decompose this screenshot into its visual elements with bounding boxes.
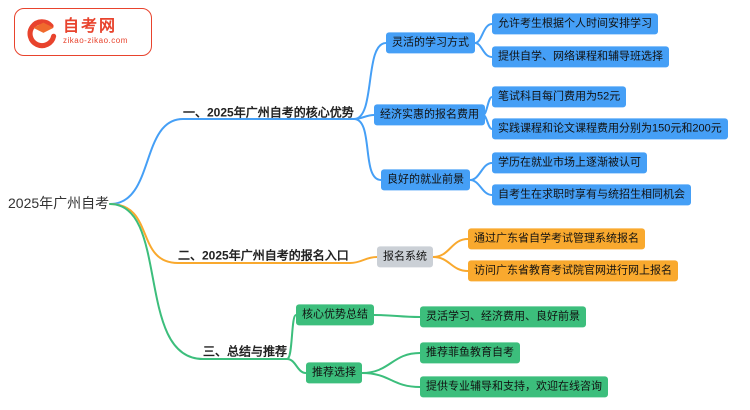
- branch-1-label: 一、2025年广州自考的核心优势: [183, 105, 354, 120]
- logo-title: 自考网: [63, 17, 118, 35]
- logo-text: 自考网 zikao-zikao.com: [63, 18, 128, 46]
- root-node: 2025年广州自考: [8, 195, 110, 211]
- branch-2-node-1-leaf-1: 通过广东省自学考试管理系统报名: [468, 228, 645, 250]
- branch-2-node-1: 报名系统: [377, 246, 433, 268]
- branch-3-node-1-leaf-1: 灵活学习、经济费用、良好前景: [420, 306, 586, 328]
- branch-3-node-2-leaf-1: 推荐菲鱼教育自考: [420, 342, 520, 364]
- logo-icon: [27, 19, 57, 49]
- branch-1-node-2-leaf-2: 实践课程和论文课程费用分别为150元和200元: [492, 118, 728, 140]
- site-logo[interactable]: 自考网 zikao-zikao.com: [14, 8, 152, 56]
- branch-2-label: 二、2025年广州自考的报名入口: [178, 248, 349, 263]
- branch-3-label: 三、总结与推荐: [203, 344, 288, 359]
- branch-1-node-1-leaf-1: 允许考生根据个人时间安排学习: [492, 13, 658, 35]
- branch-2-node-1-leaf-2: 访问广东省教育考试院官网进行网上报名: [468, 260, 678, 282]
- branch-1-node-2: 经济实惠的报名费用: [374, 104, 485, 126]
- branch-1-node-3: 良好的就业前景: [381, 169, 470, 191]
- branch-3-node-1: 核心优势总结: [296, 304, 374, 326]
- branch-3-node-2-leaf-2: 提供专业辅导和支持，欢迎在线咨询: [420, 376, 608, 398]
- branch-1-node-3-leaf-2: 自考生在求职时享有与统招生相同机会: [492, 184, 691, 206]
- branch-1-node-1: 灵活的学习方式: [386, 32, 475, 54]
- branch-1-node-2-leaf-1: 笔试科目每门费用为52元: [492, 86, 627, 108]
- branch-3-node-2: 推荐选择: [306, 362, 362, 384]
- branch-1-node-1-leaf-2: 提供自学、网络课程和辅导班选择: [492, 46, 669, 68]
- branch-1-node-3-leaf-1: 学历在就业市场上逐渐被认可: [492, 152, 647, 174]
- branch-3-connectors: [109, 203, 421, 388]
- logo-subtitle: zikao-zikao.com: [63, 36, 128, 46]
